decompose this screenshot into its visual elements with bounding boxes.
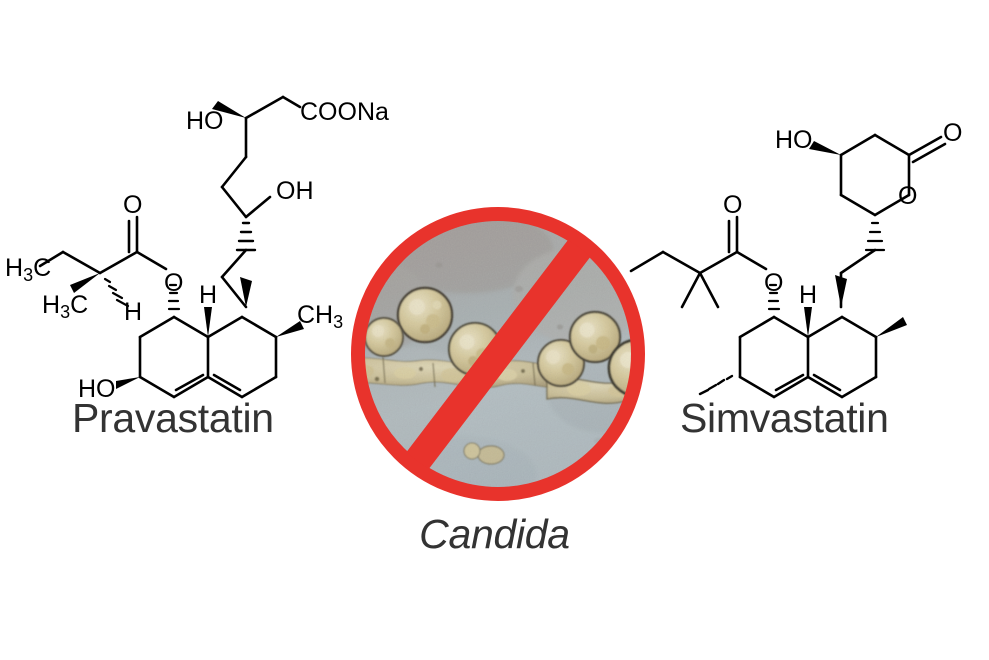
- candida-label: Candida: [419, 511, 570, 557]
- atom-label-h-ring-junction: H: [799, 281, 817, 309]
- atom-label-ho-top: HO: [186, 107, 224, 135]
- hash-alpha-h: [103, 277, 130, 308]
- wedge-methyl-alpha: [70, 273, 100, 293]
- atom-label-h3c-upper: H3C: [5, 254, 51, 285]
- blastoconidium: [396, 286, 454, 344]
- wedge-linker-to-ring: [835, 275, 847, 307]
- prohibition-ring: [351, 207, 645, 501]
- atom-label-oh-mid: OH: [276, 177, 314, 205]
- simvastatin-structure: HO O O O O H: [600, 45, 989, 399]
- hash-ester-o-ring: [767, 283, 781, 311]
- wedge-ring-methyl: [276, 321, 304, 337]
- wedge-ring-hydroxyl: [116, 377, 140, 389]
- atom-label-ester-o: O: [164, 269, 183, 297]
- wedge-ring-junction-h: [804, 307, 812, 337]
- atom-label-carbonyl-o: O: [123, 191, 142, 219]
- hash-ester-o-ring: [167, 283, 181, 311]
- atom-label-coona: COONa: [300, 98, 389, 126]
- atom-label-lactone-ring-o: O: [898, 182, 917, 210]
- candida-prohibition-emblem: [347, 203, 649, 505]
- wedge-ring-junction-h: [204, 307, 212, 337]
- atom-label-ch3-ring: CH3: [297, 301, 343, 332]
- prohibition-slash: [387, 220, 609, 488]
- atom-label-ester-o: O: [764, 269, 783, 297]
- wedge-chain-to-ring: [240, 277, 252, 307]
- wedge-hydroxyl-top: [212, 101, 246, 118]
- wedge-lactone-hydroxyl: [809, 141, 841, 155]
- atom-label-h-alpha: H: [124, 298, 142, 326]
- atom-label-ho-ring: HO: [78, 375, 116, 403]
- pravastatin-structure: HO COONa OH O O H3C H3C H H CH3 HO: [0, 45, 400, 403]
- wedge-ring-methyl: [876, 317, 907, 337]
- atom-label-lactone-carbonyl-o: O: [943, 119, 962, 147]
- atom-label-ester-carbonyl-o: O: [723, 191, 742, 219]
- candida-micrograph: [364, 220, 632, 488]
- atom-label-ho-lactone: HO: [775, 126, 813, 154]
- pravastatin-label: Pravastatin: [72, 395, 274, 441]
- atom-label-h3c-lower: H3C: [42, 291, 88, 322]
- hash-lactone-linker: [864, 221, 886, 252]
- hash-bond-c5: [235, 221, 257, 252]
- simvastatin-label: Simvastatin: [680, 395, 889, 441]
- hash-ring-methyl: [698, 374, 734, 396]
- atom-label-h-ring-junction: H: [199, 281, 217, 309]
